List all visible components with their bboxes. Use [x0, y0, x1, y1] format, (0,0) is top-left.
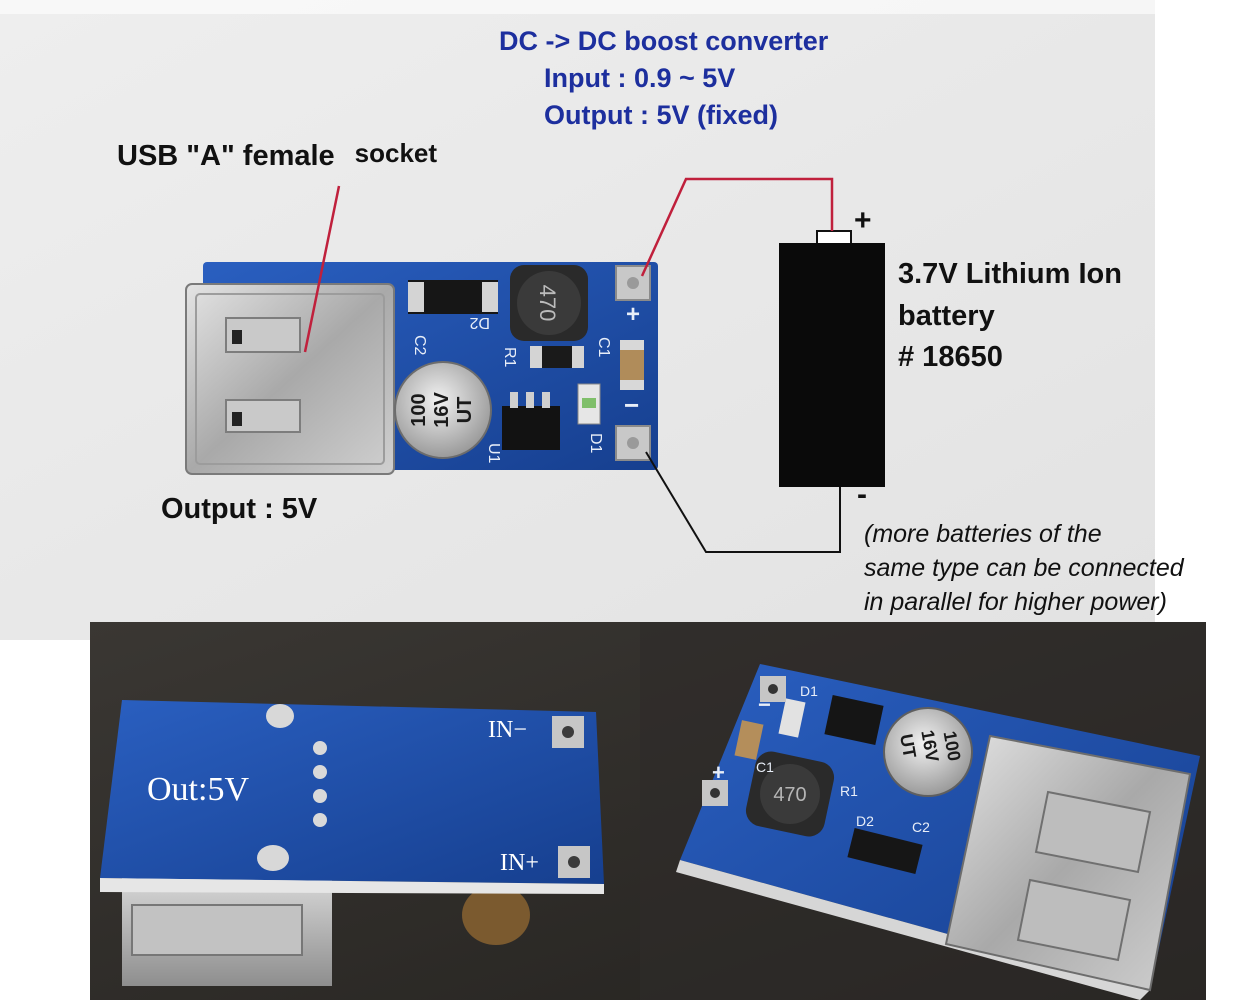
- board-back-view: Out:5V IN− IN+: [100, 700, 604, 986]
- angled-pad-minus: −: [758, 692, 771, 717]
- boost-converter-board-top: 470 100 16V UT: [185, 262, 658, 475]
- note-line-3: in parallel for higher power): [864, 588, 1167, 616]
- wire-positive: [640, 177, 834, 277]
- cap-line-2: 16V: [431, 392, 453, 428]
- top-white-strip: [0, 0, 1251, 14]
- usb-socket-label: USB "A" female socket: [117, 138, 438, 173]
- input-spec: Input : 0.9 ~ 5V: [544, 63, 736, 93]
- ref-c1: C1: [595, 337, 612, 358]
- battery-label-line-1: 3.7V Lithium Ion: [898, 258, 1122, 290]
- cap-line-1: 100: [408, 393, 430, 426]
- resistor-r1: [530, 346, 584, 368]
- ref-d2: D2: [469, 314, 490, 331]
- angled-c1: [734, 720, 764, 760]
- lithium-battery: [779, 230, 885, 487]
- angled-ref-c2: C2: [912, 819, 930, 835]
- right-white-strip: [1155, 0, 1251, 640]
- back-in-minus: IN−: [488, 717, 527, 743]
- angled-regulator: [824, 695, 884, 745]
- angled-cap-line-3: UT: [896, 732, 920, 759]
- angled-inductor: 470: [745, 751, 835, 837]
- ref-r1: R1: [501, 347, 518, 368]
- angled-usb-socket: [944, 734, 1192, 992]
- ref-u1: U1: [485, 443, 502, 464]
- angled-led: [778, 698, 806, 738]
- angled-inductor-value: 470: [773, 784, 806, 806]
- inductor: 470: [510, 265, 588, 341]
- usb-socket: [185, 283, 395, 475]
- angled-pad-plus: +: [712, 760, 725, 785]
- angled-capacitor: [883, 707, 973, 797]
- ref-d1: D1: [587, 433, 604, 454]
- usb-pointer-line: [303, 185, 341, 353]
- battery-label-line-3: # 18650: [898, 341, 1003, 373]
- electrolytic-capacitor: 100 16V UT: [394, 361, 492, 459]
- output-label: Output : 5V: [161, 493, 318, 525]
- wire-negative: [645, 451, 841, 553]
- angled-ref-d1: D1: [800, 683, 818, 699]
- ref-c2: C2: [411, 335, 428, 356]
- angled-ref-r1: R1: [840, 783, 858, 799]
- pad-plus-top: [615, 265, 651, 301]
- battery-body: [779, 243, 885, 487]
- battery-minus-label: -: [857, 478, 867, 511]
- regulator-u1: [502, 406, 560, 450]
- angled-ref-c1: C1: [756, 759, 774, 775]
- converter-title: DC -> DC boost converter: [499, 26, 829, 56]
- board-angled-view: 100 16V UT 470 D1 C1 R1 C2 D2 − +: [676, 664, 1200, 1000]
- note-line-2: same type can be connected: [864, 554, 1184, 582]
- pad-minus-mark: −: [624, 390, 639, 420]
- output-spec: Output : 5V (fixed): [544, 100, 778, 130]
- usb-socket-label-bold: USB "A" female: [117, 140, 335, 172]
- pad-plus-mark: +: [626, 301, 640, 328]
- battery-plus-label: +: [854, 204, 872, 237]
- inductor-value: 470: [535, 285, 560, 322]
- back-out-label: Out:5V: [147, 771, 249, 808]
- back-in-plus: IN+: [500, 850, 539, 876]
- usb-socket-label-suffix: socket: [354, 138, 438, 168]
- angled-diode: [847, 827, 923, 875]
- battery-terminal: [816, 230, 852, 245]
- battery-label-line-2: battery: [898, 300, 995, 332]
- angled-ref-d2: D2: [856, 813, 874, 829]
- cap-line-3: UT: [454, 397, 476, 424]
- note-line-1: (more batteries of the: [864, 520, 1102, 548]
